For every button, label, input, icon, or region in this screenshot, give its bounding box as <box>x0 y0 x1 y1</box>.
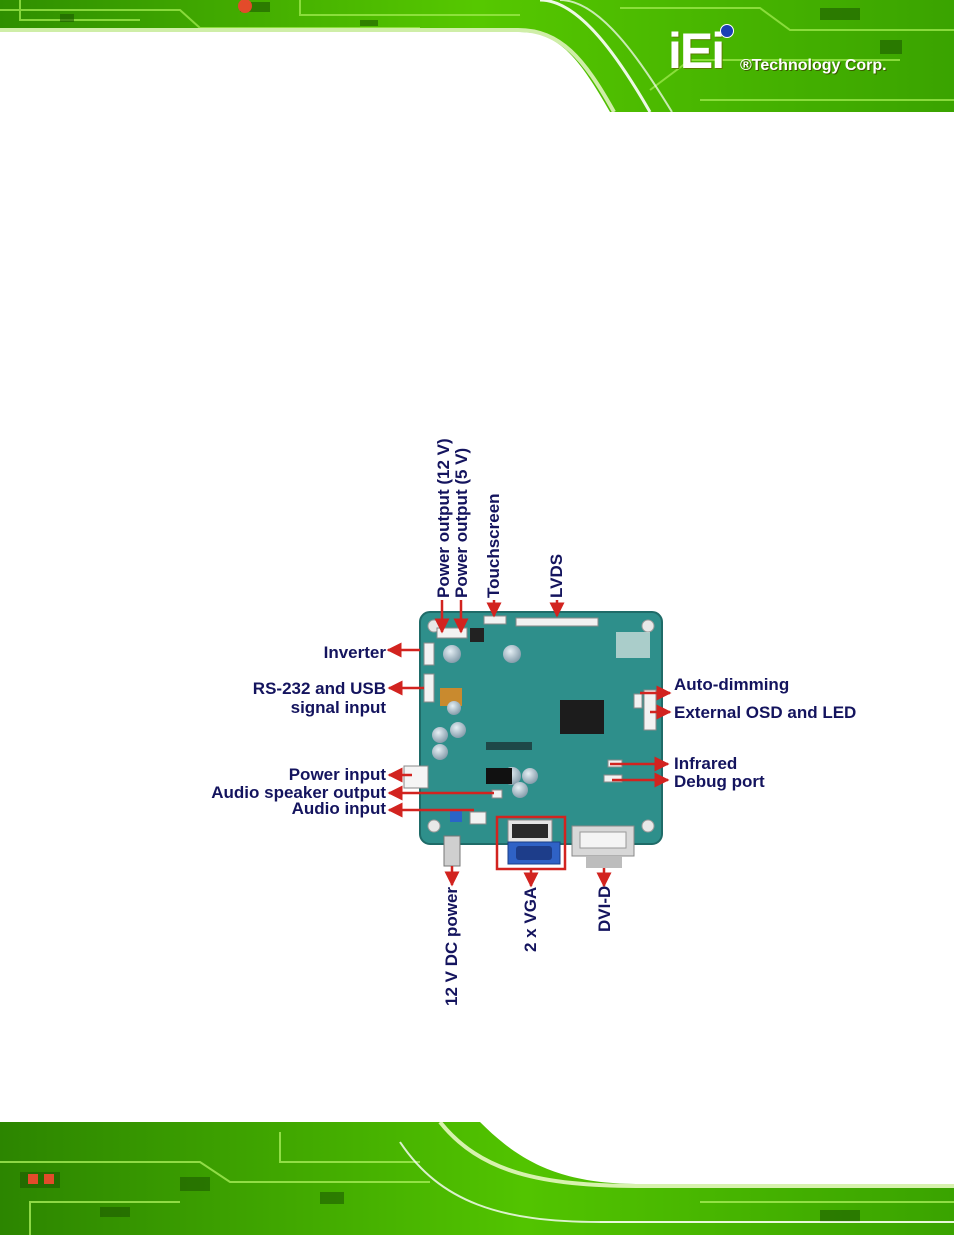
label-auto-dimming: Auto-dimming <box>674 675 789 695</box>
label-12v-dc-power: 12 V DC power <box>442 887 462 1006</box>
label-external-osd-led: External OSD and LED <box>674 703 856 723</box>
label-dvi-d: DVI-D <box>595 886 615 932</box>
footer-banner <box>0 1122 954 1235</box>
label-signal-input: signal input <box>291 698 386 718</box>
label-lvds: LVDS <box>547 554 567 598</box>
label-infrared: Infrared <box>674 754 737 774</box>
label-power-output-5v: Power output (5 V) <box>452 448 472 598</box>
label-power-output-12v: Power output (12 V) <box>434 438 454 598</box>
circuit-board-image <box>404 612 662 868</box>
label-power-input: Power input <box>289 765 386 785</box>
label-inverter: Inverter <box>324 643 386 663</box>
label-touchscreen: Touchscreen <box>484 493 504 598</box>
label-2x-vga: 2 x VGA <box>521 887 541 952</box>
label-audio-input: Audio input <box>292 799 386 819</box>
label-rs232-usb: RS-232 and USB <box>253 679 386 699</box>
label-debug-port: Debug port <box>674 772 765 792</box>
